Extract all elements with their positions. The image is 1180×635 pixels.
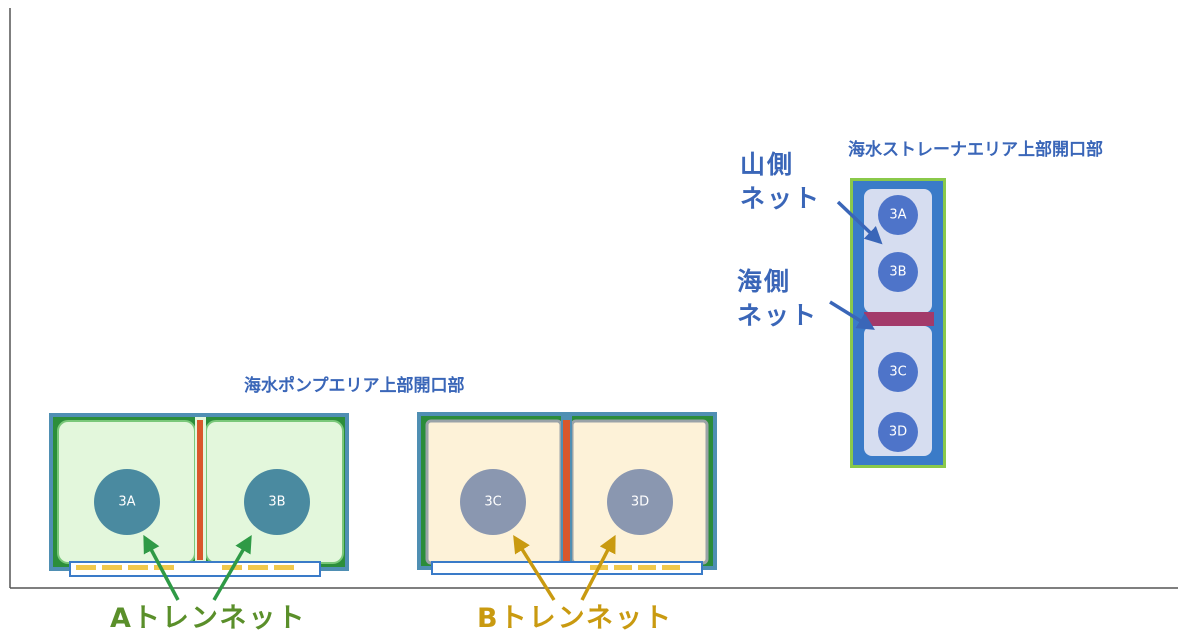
mountain-side-net-label-line1: 山側 [740,150,795,179]
pump-area-b-bottom-grating [431,561,703,575]
pump-area-title: 海水ポンプエリア上部開口部 [244,376,465,396]
a-trench-net-label: Aトレンネット [110,603,307,634]
strainer-3a-label: 3A [889,208,906,223]
pump-3a-circle [94,469,160,535]
strainer-3d-circle [878,412,918,452]
sea-side-net-arrow [829,300,875,330]
sea-side-net-label-line1: 海側 [737,267,792,296]
pump-3c-label: 3C [484,495,501,510]
mountain-side-net-label: 山側 ネット [740,148,821,216]
pump-3b-label: 3B [268,495,285,510]
pump-area-a: 3A 3B [49,413,349,577]
pump-3a-label: 3A [118,495,135,510]
sea-side-net-label-line2: ネット [737,301,819,330]
pump-area-b: 3C 3D [417,412,717,575]
strainer-sea-side-net [864,312,934,326]
strainer-3a-circle [878,195,918,235]
b-net-arrow-to-3d [580,534,616,601]
mountain-side-net-arrow [836,200,883,245]
strainer-area-title: 海水ストレーナエリア上部開口部 [848,140,1103,160]
strainer-3b-label: 3B [889,265,906,280]
b-net-arrow-to-3c [513,535,556,601]
a-net-arrow-to-3b [212,534,252,601]
mountain-side-net-label-line2: ネット [740,184,822,213]
b-trench-net-label: Bトレンネット [477,603,674,634]
a-net-arrow-to-3a [143,534,180,601]
strainer-3d-label: 3D [889,425,907,440]
sea-side-net-label: 海側 ネット [737,265,818,333]
strainer-3c-label: 3C [889,365,906,380]
pump-3d-label: 3D [631,495,649,510]
strainer-3c-circle [878,352,918,392]
strainer-3b-circle [878,252,918,292]
pump-3b-circle [244,469,310,535]
pump-3c-circle [460,469,526,535]
pump-3d-circle [607,469,673,535]
